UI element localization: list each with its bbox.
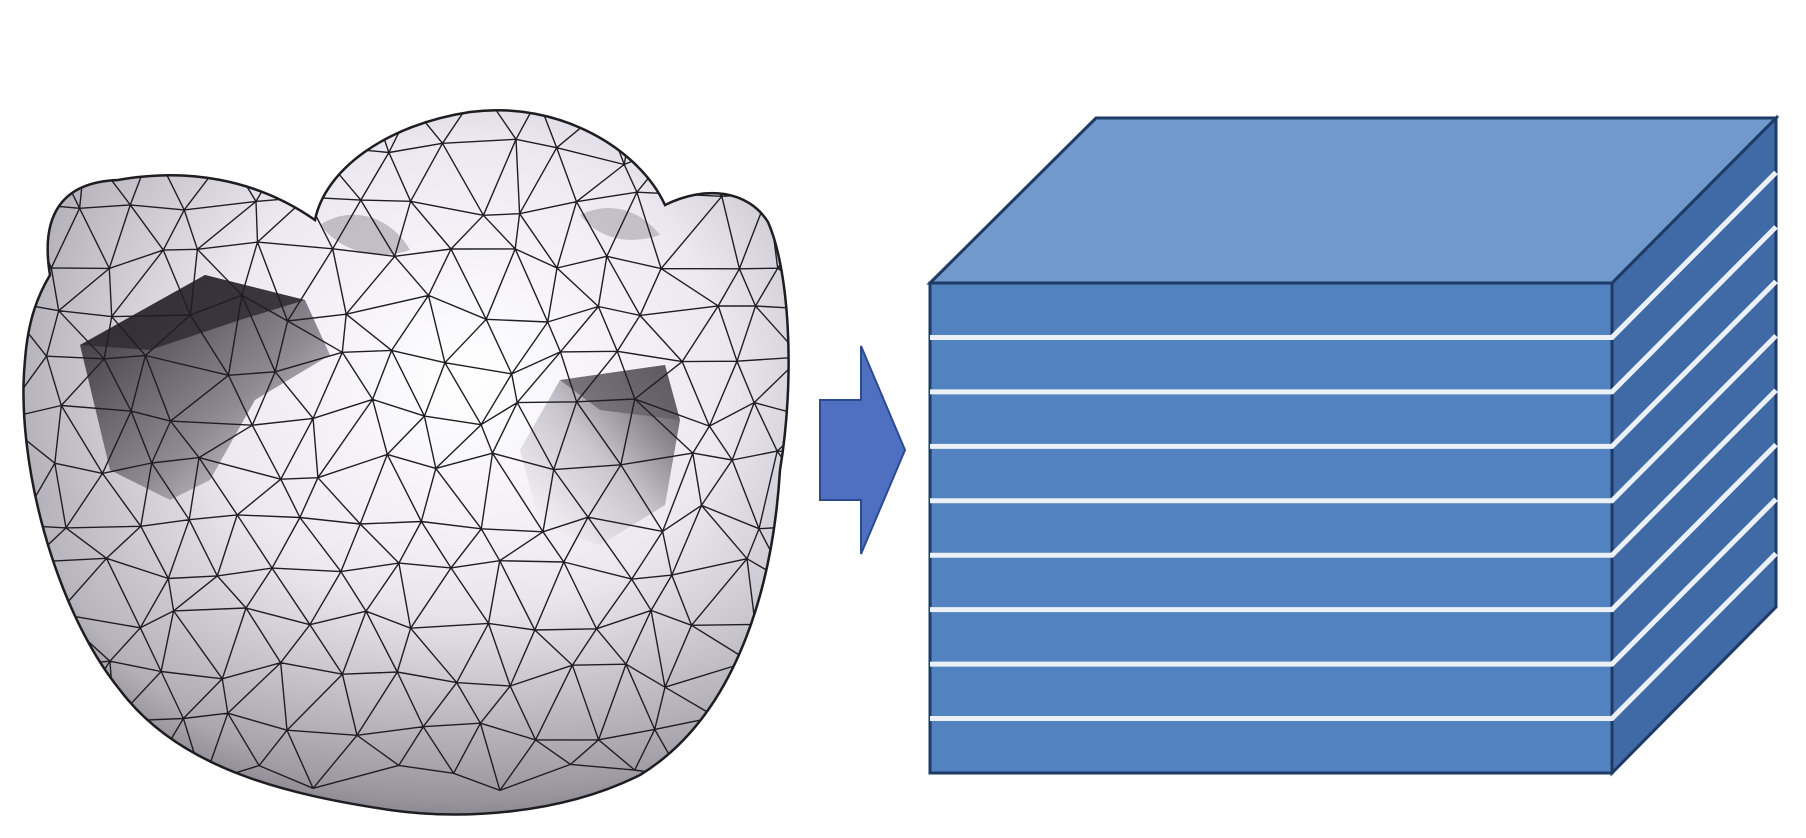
layer-separator-line (930, 551, 1778, 722)
layered-slab-stack-icon (926, 114, 1780, 777)
stack-front-face (928, 281, 1614, 775)
right-block-arrow-icon (819, 345, 907, 555)
layer-separator-line (930, 388, 1778, 558)
layer-separator-line (930, 225, 1778, 395)
layer-separator-line (930, 334, 1778, 504)
layer-separator-line (930, 497, 1778, 667)
triangulated-mesh-tooth-icon (22, 109, 790, 816)
layer-separator-line (930, 170, 1778, 340)
layer-separator-line (930, 279, 1778, 449)
layer-separator-line (930, 442, 1778, 613)
layer-separators (930, 170, 1778, 722)
